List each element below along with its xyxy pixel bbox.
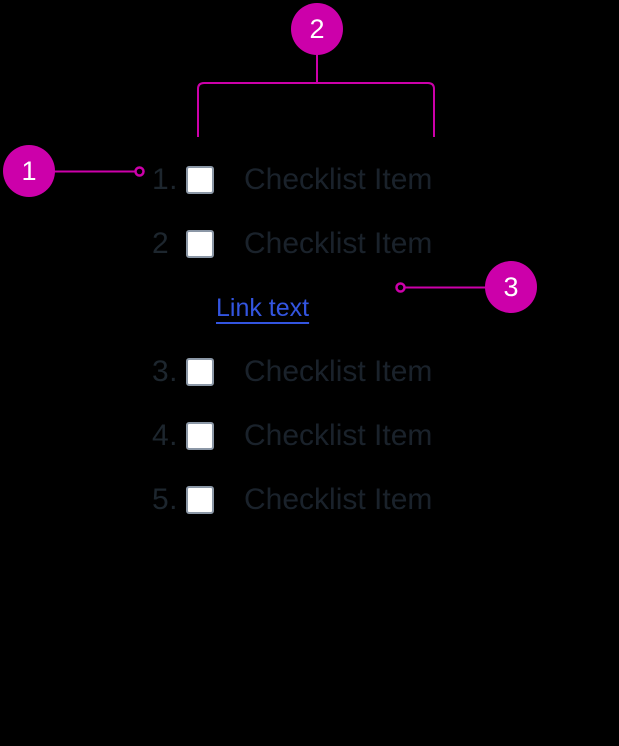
callout-badge-label: 3 bbox=[503, 271, 519, 302]
list-marker: 3. bbox=[152, 355, 179, 388]
list-marker: 2 bbox=[152, 227, 170, 260]
checklist-item-label: Checklist Item bbox=[244, 419, 433, 452]
callout-badge-label: 2 bbox=[309, 13, 325, 44]
checklist-link-row: Link text bbox=[152, 276, 482, 340]
checklist-item-5[interactable]: 5. Checklist Item bbox=[152, 468, 482, 532]
callout-badge-1[interactable]: 1 bbox=[3, 145, 55, 197]
checklist: 1. Checklist Item 2 Checklist Item Link … bbox=[152, 148, 482, 532]
checkbox[interactable] bbox=[186, 486, 214, 514]
connector-callout-1 bbox=[48, 166, 145, 177]
checklist-item-label: Checklist Item bbox=[244, 163, 433, 196]
checkbox[interactable] bbox=[186, 422, 214, 450]
checklist-item-2[interactable]: 2 Checklist Item bbox=[152, 212, 482, 276]
list-marker: 1. bbox=[152, 163, 179, 196]
checklist-item-4[interactable]: 4. Checklist Item bbox=[152, 404, 482, 468]
checklist-item-1[interactable]: 1. Checklist Item bbox=[152, 148, 482, 212]
link-text[interactable]: Link text bbox=[216, 293, 310, 322]
list-marker: 4. bbox=[152, 419, 179, 452]
leader-endpoint-1 bbox=[134, 166, 145, 177]
callout-badge-2[interactable]: 2 bbox=[291, 3, 343, 55]
checkbox[interactable] bbox=[186, 358, 214, 386]
checkbox[interactable] bbox=[186, 230, 214, 258]
list-marker: 5. bbox=[152, 483, 179, 516]
callout-badge-label: 1 bbox=[21, 155, 37, 186]
checklist-item-label: Checklist Item bbox=[244, 227, 433, 260]
callout-badge-3[interactable]: 3 bbox=[485, 261, 537, 313]
checklist-item-label: Checklist Item bbox=[244, 355, 433, 388]
checklist-item-label: Checklist Item bbox=[244, 483, 433, 516]
bracket-2 bbox=[197, 82, 435, 137]
checkbox[interactable] bbox=[186, 166, 214, 194]
checklist-item-3[interactable]: 3. Checklist Item bbox=[152, 340, 482, 404]
connector-callout-2 bbox=[197, 52, 435, 137]
